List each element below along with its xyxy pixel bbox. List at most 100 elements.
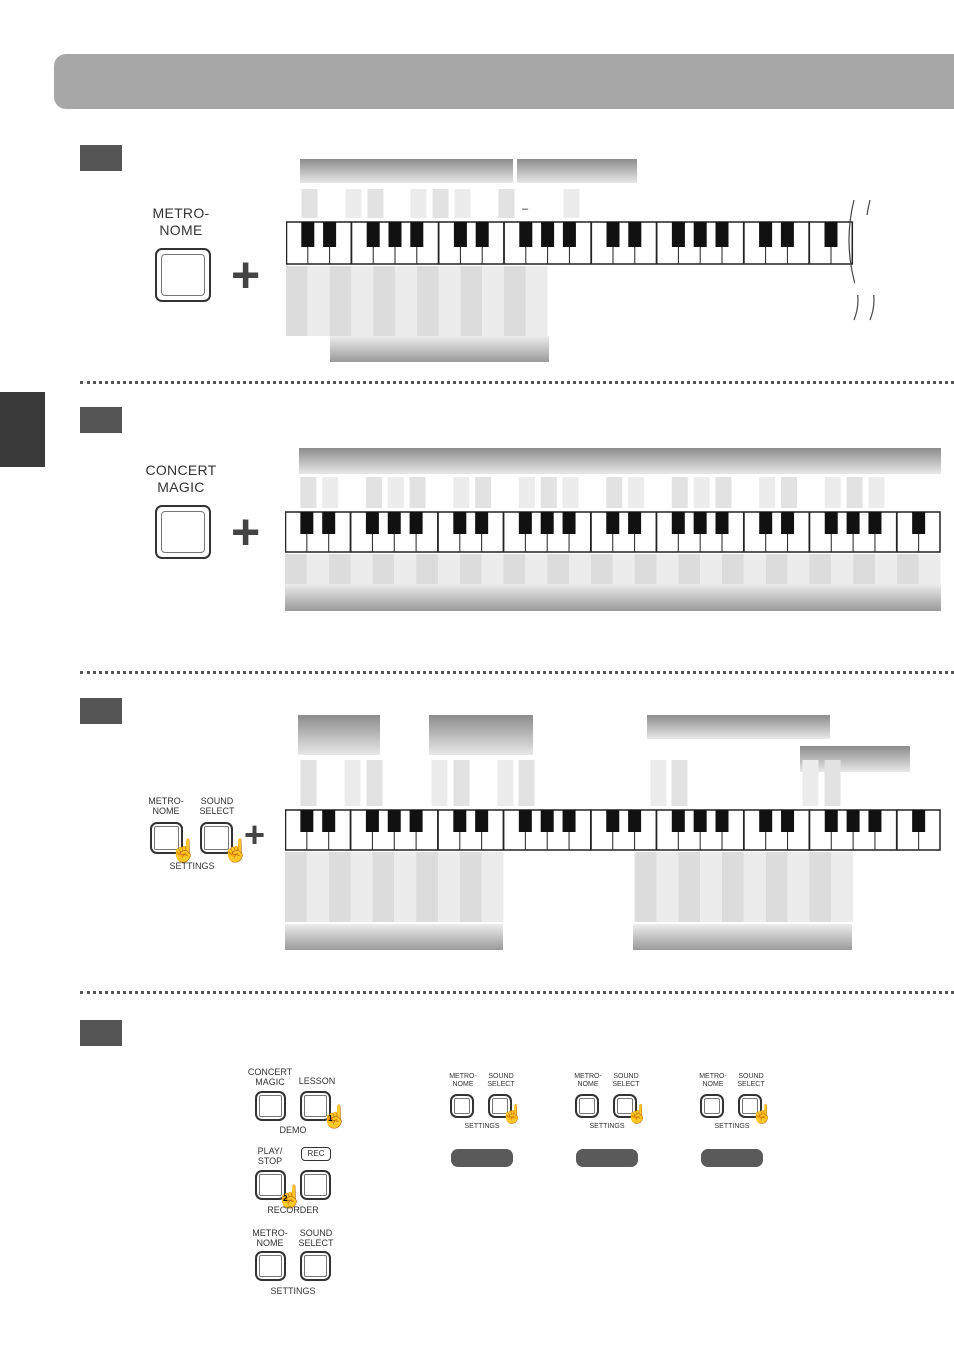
range-footer xyxy=(633,924,852,950)
key-highlight xyxy=(365,477,382,508)
black-key xyxy=(781,810,795,832)
black-key xyxy=(540,810,554,832)
key-highlight xyxy=(525,554,548,584)
key-highlight xyxy=(765,554,788,584)
key-highlight xyxy=(525,266,548,336)
metronome-button[interactable] xyxy=(255,1251,286,1281)
key-highlight xyxy=(459,554,482,584)
key-highlight xyxy=(809,554,832,584)
pointing-hand-icon: ☝ xyxy=(501,1104,524,1124)
key-highlight xyxy=(345,189,362,218)
metronome-label: METRO- NOME xyxy=(252,1228,288,1248)
black-key xyxy=(628,512,642,534)
metronome-label: METRO- NOME xyxy=(574,1073,602,1088)
black-key xyxy=(562,512,576,534)
key-highlight xyxy=(350,852,373,922)
key-highlight xyxy=(481,554,504,584)
black-key xyxy=(715,810,729,832)
lesson-button[interactable] xyxy=(300,1091,331,1121)
metronome-button[interactable] xyxy=(450,1094,474,1118)
play-stop-button[interactable] xyxy=(255,1170,286,1200)
concert-magic-label: CONCERT MAGIC xyxy=(247,1067,293,1087)
black-key xyxy=(453,222,467,247)
chapter-side-tab xyxy=(0,392,45,467)
range-header xyxy=(299,448,941,474)
key-highlight xyxy=(759,477,776,508)
metronome-button[interactable] xyxy=(155,248,211,302)
black-key xyxy=(628,222,642,247)
black-key xyxy=(606,512,620,534)
black-key xyxy=(693,512,707,534)
sound-select-label: SOUND SELECT xyxy=(737,1073,765,1088)
black-key xyxy=(518,810,532,832)
metronome-button[interactable] xyxy=(150,822,183,854)
key-highlight xyxy=(563,189,580,218)
black-key xyxy=(606,810,620,832)
step-number: 2 xyxy=(283,1194,288,1203)
key-highlight xyxy=(497,760,514,806)
key-highlight xyxy=(482,266,504,336)
key-highlight xyxy=(671,477,688,508)
key-highlight xyxy=(678,554,701,584)
black-key xyxy=(475,222,489,247)
setting-value-display xyxy=(451,1149,513,1167)
key-highlight xyxy=(656,852,679,922)
rec-button[interactable] xyxy=(300,1170,331,1200)
key-highlight xyxy=(722,852,744,922)
key-highlight xyxy=(874,554,897,584)
metronome-label: METRO- NOME xyxy=(699,1073,727,1088)
key-highlight xyxy=(372,554,395,584)
settings-group-label: SETTINGS xyxy=(589,1123,625,1130)
recorder-group-label: RECORDER xyxy=(267,1205,319,1215)
settings-group-label: SETTINGS xyxy=(270,1286,316,1296)
key-highlight xyxy=(498,189,515,218)
sound-select-button[interactable] xyxy=(613,1094,637,1118)
key-highlight xyxy=(503,554,526,584)
key-highlight xyxy=(329,266,352,336)
key-highlight xyxy=(394,852,417,922)
black-key xyxy=(912,810,926,832)
key-highlight xyxy=(612,554,635,584)
black-key xyxy=(562,810,576,832)
key-highlight xyxy=(437,554,460,584)
key-highlight xyxy=(306,554,329,584)
concert-magic-button[interactable] xyxy=(155,505,211,559)
range-footer xyxy=(285,584,941,611)
key-highlight xyxy=(656,554,679,584)
black-key xyxy=(606,222,620,247)
key-highlight xyxy=(606,477,623,508)
key-highlight xyxy=(693,477,710,508)
key-highlight xyxy=(416,554,438,584)
key-highlight xyxy=(722,554,744,584)
key-highlight xyxy=(846,477,863,508)
plus-sign: + xyxy=(244,814,266,855)
sound-select-button[interactable] xyxy=(738,1094,762,1118)
key-highlight xyxy=(824,477,841,508)
range-footer xyxy=(285,924,503,950)
key-highlight xyxy=(518,760,535,806)
sound-select-button[interactable] xyxy=(488,1094,512,1118)
metronome-button[interactable] xyxy=(700,1094,724,1118)
metronome-button[interactable] xyxy=(575,1094,599,1118)
key-highlight xyxy=(460,266,483,336)
key-highlight xyxy=(394,554,417,584)
black-key xyxy=(387,512,401,534)
concert-magic-button[interactable] xyxy=(255,1091,286,1121)
minus-sign: – xyxy=(522,203,529,215)
step-number: 1 xyxy=(328,1114,333,1123)
sound-select-button[interactable] xyxy=(200,822,233,854)
sound-select-button[interactable] xyxy=(300,1251,331,1281)
key-highlight xyxy=(300,760,317,806)
black-key xyxy=(824,222,838,247)
key-highlight xyxy=(432,189,449,218)
key-highlight xyxy=(634,852,657,922)
key-highlight xyxy=(454,189,471,218)
black-key xyxy=(365,810,379,832)
setting-value-display xyxy=(701,1149,763,1167)
key-highlight xyxy=(459,852,482,922)
key-highlight xyxy=(781,477,798,508)
key-highlight xyxy=(285,852,307,922)
key-highlight xyxy=(366,760,383,806)
key-highlight xyxy=(540,477,557,508)
plus-sign: + xyxy=(231,247,261,303)
